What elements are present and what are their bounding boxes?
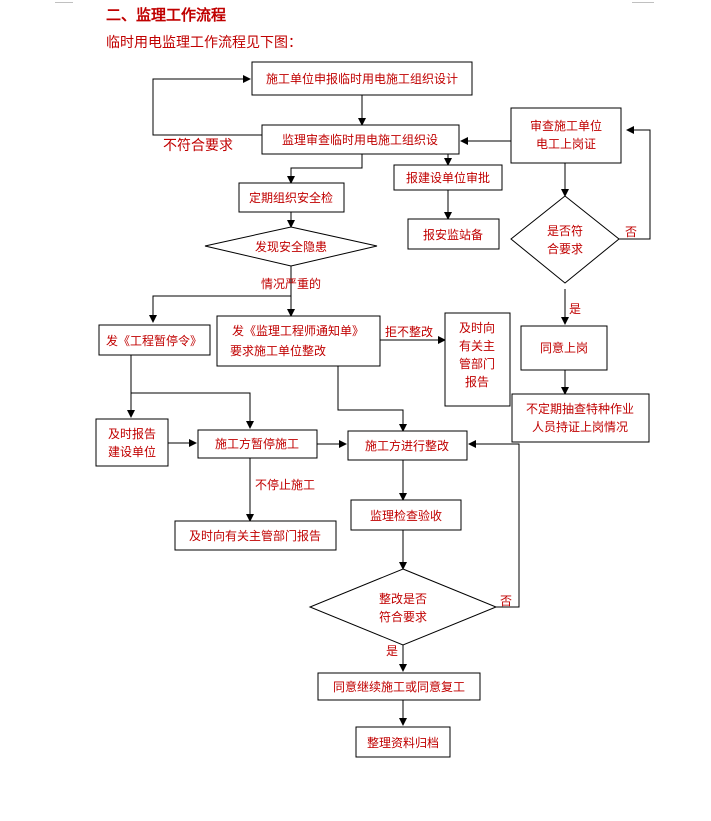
label-serious: 情况严重的 <box>261 276 321 291</box>
node-cert-ok: 是否符 合要求 <box>510 195 620 284</box>
label-non-compliant: 不符合要求 <box>163 138 233 154</box>
node-inspect-label: 监理检查验收 <box>370 508 442 523</box>
node-rectify-ok-line1: 整改是否 <box>379 591 427 606</box>
label-refuse: 拒不整改 <box>385 324 433 339</box>
label-no-2: 否 <box>500 594 512 608</box>
node-suspend: 施工方暂停施工 <box>197 429 318 459</box>
node-stop-order: 发《工程暂停令》 <box>98 324 211 356</box>
edge-to-stop-order <box>149 295 291 323</box>
edge-review-back-to-submit <box>152 75 262 136</box>
node-report-authority: 及时向有关主管部门报告 <box>174 520 337 551</box>
node-rectify-ok-line2: 符合要求 <box>379 609 427 624</box>
node-spot-check-line1: 不定期抽查特种作业 <box>526 401 634 416</box>
node-report-owner-line1: 及时报告 <box>108 426 156 441</box>
node-check-cert: 审查施工单位 电工上岗证 <box>510 107 622 164</box>
node-submit-design: 施工单位申报临时用电施工组织设计 <box>251 61 473 96</box>
node-cert-ok-line1: 是否符 <box>547 223 583 238</box>
node-report-approval: 报建设单位审批 <box>393 164 503 191</box>
node-report-station: 报安监站备 <box>407 218 500 250</box>
node-agree-post: 同意上岗 <box>520 325 608 371</box>
edge-review-to-safety <box>287 154 363 184</box>
node-report-dept-line4: 报告 <box>465 374 489 389</box>
node-report-owner-line2: 建设单位 <box>108 444 156 459</box>
node-resume-label: 同意继续施工或同意复工 <box>333 679 465 694</box>
node-rectify-label: 施工方进行整改 <box>365 438 449 453</box>
node-resume: 同意继续施工或同意复工 <box>317 672 481 701</box>
node-report-owner: 及时报告 建设单位 <box>95 418 169 467</box>
label-yes-2: 是 <box>386 644 398 658</box>
node-suspend-label: 施工方暂停施工 <box>215 436 299 451</box>
edge-stop-to-suspend <box>131 392 254 429</box>
page-corner-left <box>55 2 73 3</box>
node-archive: 整理资料归档 <box>355 726 451 758</box>
node-safety-check-label: 定期组织安全检 <box>249 190 333 205</box>
node-agree-post-label: 同意上岗 <box>540 340 588 355</box>
node-report-station-label: 报安监站备 <box>423 227 483 242</box>
node-notice: 发《监理工程师通知单》 要求施工单位整改 <box>216 315 381 367</box>
section-heading: 二、监理工作流程 <box>106 6 227 24</box>
edge-ok-no-back <box>619 126 651 240</box>
intro-text: 临时用电监理工作流程见下图： <box>106 35 302 51</box>
node-report-dept-line2: 有关主 <box>459 339 495 353</box>
node-check-cert-line2: 电工上岗证 <box>536 137 596 151</box>
node-report-dept-line1: 及时向 <box>459 320 495 335</box>
node-review-design-label: 监理审查临时用电施工组织设 <box>282 132 438 147</box>
label-no-1: 否 <box>625 225 637 239</box>
label-yes-1: 是 <box>569 302 581 316</box>
node-find-hazard-label: 发现安全隐患 <box>255 239 327 254</box>
node-archive-label: 整理资料归档 <box>367 735 439 750</box>
edges <box>127 75 651 726</box>
node-review-design: 监理审查临时用电施工组织设 <box>261 124 460 155</box>
node-spot-check: 不定期抽查特种作业 人员持证上岗情况 <box>511 393 650 443</box>
node-find-hazard: 发现安全隐患 <box>204 226 378 267</box>
node-cert-ok-line2: 合要求 <box>547 241 583 256</box>
edge-notice-to-rectify <box>337 366 407 432</box>
node-notice-line1: 发《监理工程师通知单》 <box>232 323 364 338</box>
page-corner-right <box>632 2 654 3</box>
edge-rectify-ok-no <box>468 440 520 608</box>
edge-labels: 不符合要求 情况严重的 拒不整改 否 是 不停止施工 否 是 <box>163 138 637 658</box>
node-report-authority-label: 及时向有关主管部门报告 <box>189 528 321 543</box>
node-submit-design-label: 施工单位申报临时用电施工组织设计 <box>266 71 458 86</box>
node-report-approval-label: 报建设单位审批 <box>406 170 490 185</box>
node-inspect: 监理检查验收 <box>350 499 462 531</box>
node-report-dept: 及时向 有关主 管部门 报告 <box>444 312 511 407</box>
node-safety-check: 定期组织安全检 <box>238 182 345 213</box>
label-no-stop: 不停止施工 <box>255 477 315 492</box>
node-notice-line2: 要求施工单位整改 <box>230 343 326 358</box>
node-report-dept-line3: 管部门 <box>459 356 495 371</box>
node-check-cert-line1: 审查施工单位 <box>530 118 602 133</box>
node-stop-order-label: 发《工程暂停令》 <box>106 333 202 348</box>
node-rectify: 施工方进行整改 <box>347 430 468 461</box>
node-rectify-ok: 整改是否 符合要求 <box>308 568 498 646</box>
node-spot-check-line2: 人员持证上岗情况 <box>532 419 628 434</box>
